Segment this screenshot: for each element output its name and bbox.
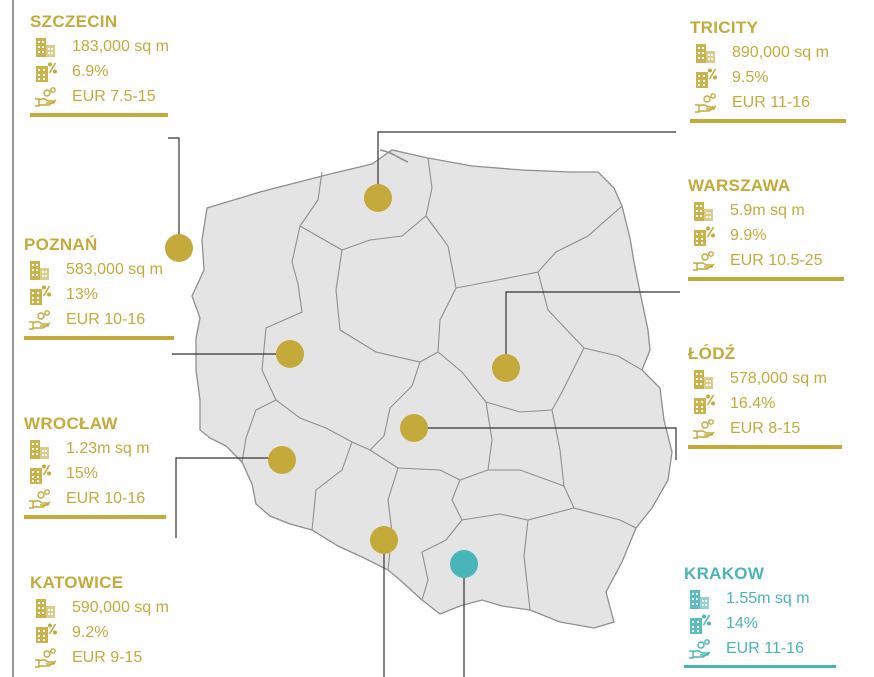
building-percent-icon: [28, 464, 52, 484]
hand-coins-icon: [692, 250, 716, 271]
rent-value: EUR 7.5-15: [72, 87, 156, 105]
city-name: KATOWICE: [30, 573, 124, 592]
stock-value: 890,000 sq m: [732, 43, 829, 61]
hand-coins-icon: [688, 638, 712, 659]
divider-bar: [24, 515, 166, 519]
vacancy-value: 13%: [66, 285, 99, 303]
city-marker-lodz[interactable]: [400, 414, 428, 442]
building-percent-icon: [34, 623, 58, 643]
divider-bar: [688, 445, 842, 449]
city-card-katowice: KATOWICE 590,000 sq m 9.2% EUR 9-15: [30, 571, 180, 670]
hand-coins-icon: [694, 92, 718, 113]
stock-value: 5.9m sq m: [730, 201, 805, 219]
vacancy-value: 16.4%: [730, 394, 776, 412]
stock-value: 1.23m sq m: [66, 439, 150, 457]
city-card-poznan: POZNAŃ 583,000 sq m 13% EUR 10-16: [24, 233, 174, 340]
city-card-szczecin: SZCZECIN 183,000 sq m 6.9% EUR 7.5-15: [30, 10, 169, 117]
vacancy-value: 15%: [66, 464, 99, 482]
office-building-icon: [692, 369, 716, 389]
city-marker-szczecin[interactable]: [165, 234, 193, 262]
divider-bar: [24, 336, 174, 340]
office-building-icon: [28, 260, 52, 280]
leader-lines: [168, 131, 680, 677]
city-card-wroclaw: WROCŁAW 1.23m sq m 15% EUR 10-16: [24, 412, 166, 519]
stock-value: 590,000 sq m: [72, 598, 169, 616]
vacancy-value: 9.5%: [732, 68, 769, 86]
rent-value: EUR 10.5-25: [730, 251, 823, 269]
office-building-icon: [34, 598, 58, 618]
vacancy-value: 14%: [726, 614, 759, 632]
country-outline: [191, 149, 673, 629]
city-name: TRICITY: [690, 18, 759, 37]
city-name: POZNAŃ: [24, 235, 98, 254]
city-name: WROCŁAW: [24, 414, 118, 433]
building-percent-icon: [34, 62, 58, 82]
city-marker-krakow[interactable]: [450, 550, 478, 578]
city-marker-katowice[interactable]: [370, 526, 398, 554]
city-card-krakow: KRAKOW 1.55m sq m 14% EUR 11-16: [684, 562, 836, 668]
rent-value: EUR 8-15: [730, 419, 801, 437]
hand-coins-icon: [28, 488, 52, 509]
office-building-icon: [28, 439, 52, 459]
building-percent-icon: [692, 226, 716, 246]
city-marker-poznan[interactable]: [276, 340, 304, 368]
building-percent-icon: [692, 394, 716, 414]
vacancy-value: 9.9%: [730, 226, 767, 244]
city-card-lodz: ŁÓDŹ 578,000 sq m 16.4% EUR 8-15: [688, 342, 842, 449]
rent-value: EUR 11-16: [726, 639, 804, 657]
hand-coins-icon: [692, 418, 716, 439]
city-name: ŁÓDŹ: [688, 344, 736, 363]
city-marker-tricity[interactable]: [364, 184, 392, 212]
office-building-icon: [688, 589, 712, 609]
rent-value: EUR 10-16: [66, 310, 146, 328]
office-building-icon: [692, 201, 716, 221]
city-marker-wroclaw[interactable]: [268, 446, 296, 474]
vacancy-value: 6.9%: [72, 62, 109, 80]
rent-value: EUR 9-15: [72, 648, 143, 666]
stock-value: 583,000 sq m: [66, 260, 163, 278]
rent-value: EUR 11-16: [732, 93, 810, 111]
stock-value: 183,000 sq m: [72, 37, 169, 55]
city-card-warszawa: WARSZAWA 5.9m sq m 9.9% EUR 10.5-25: [688, 174, 844, 281]
city-name: SZCZECIN: [30, 12, 118, 31]
stock-value: 578,000 sq m: [730, 369, 827, 387]
hand-coins-icon: [28, 309, 52, 330]
hand-coins-icon: [34, 86, 58, 107]
hand-coins-icon: [34, 647, 58, 668]
building-percent-icon: [28, 285, 52, 305]
city-name: KRAKOW: [684, 564, 765, 583]
divider-bar: [688, 277, 844, 281]
building-percent-icon: [694, 68, 718, 88]
rent-value: EUR 10-16: [66, 489, 146, 507]
divider-bar: [30, 113, 168, 117]
office-building-icon: [694, 43, 718, 63]
divider-bar: [690, 119, 846, 123]
city-card-tricity: TRICITY 890,000 sq m 9.5% EUR 11-16: [690, 16, 846, 123]
stock-value: 1.55m sq m: [726, 589, 810, 607]
city-marker-warszawa[interactable]: [492, 354, 520, 382]
divider-bar: [684, 665, 836, 668]
office-building-icon: [34, 37, 58, 57]
city-name: WARSZAWA: [688, 176, 791, 195]
building-percent-icon: [688, 614, 712, 634]
vacancy-value: 9.2%: [72, 623, 109, 641]
